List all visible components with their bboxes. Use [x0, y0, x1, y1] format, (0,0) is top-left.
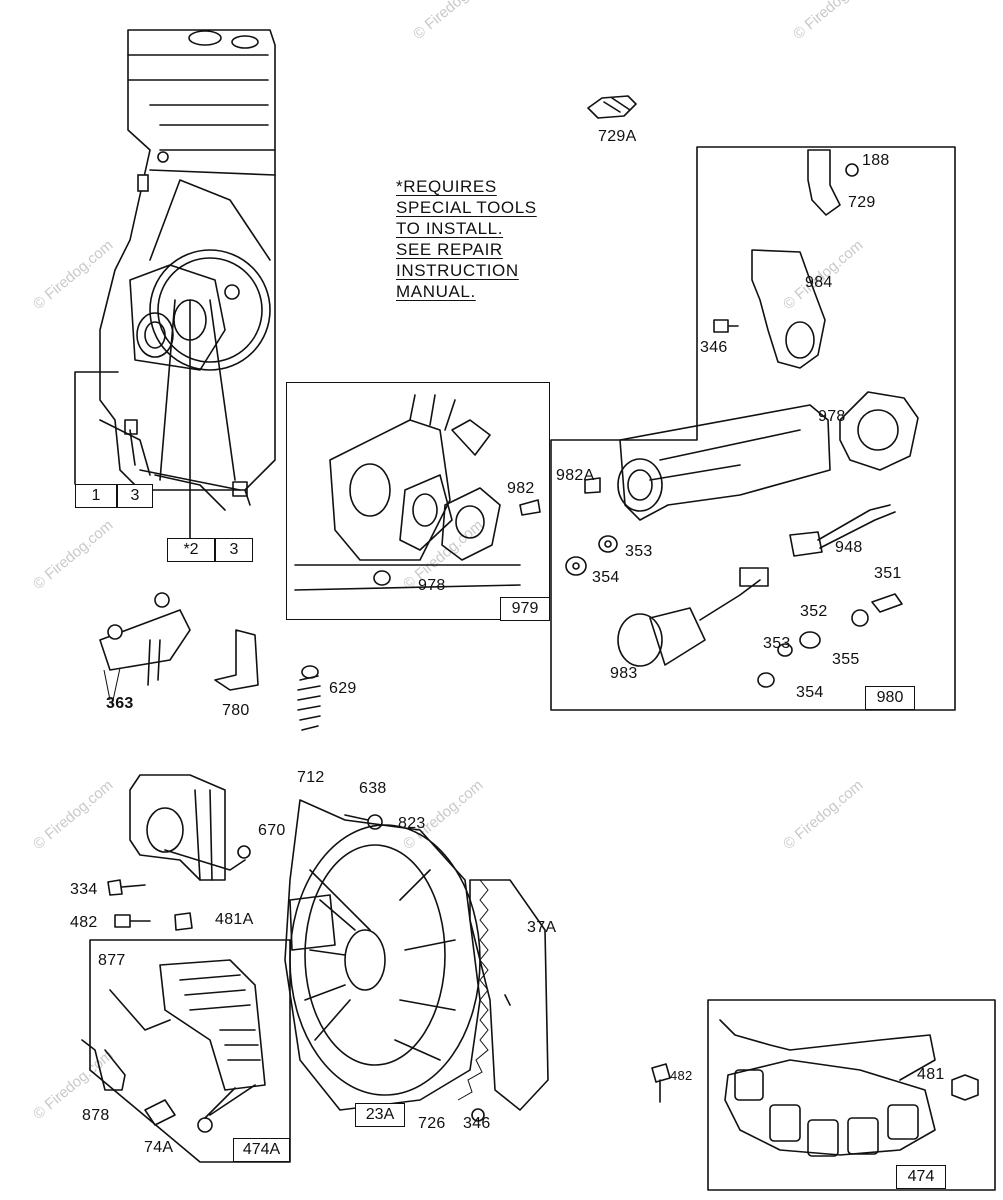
part-481-label[interactable]: 481 — [917, 1066, 945, 1083]
group-979-drawing — [294, 394, 541, 591]
part-780-label[interactable]: 780 — [222, 702, 250, 719]
part-982A-label[interactable]: 982A — [556, 467, 595, 484]
stator-drawing — [719, 1019, 979, 1157]
part-363-drawing — [99, 592, 191, 706]
part-481A-label[interactable]: 481A — [215, 911, 254, 928]
group-979-box — [286, 382, 550, 620]
part-982-label[interactable]: 982 — [507, 480, 535, 497]
part-878-label[interactable]: 878 — [82, 1107, 110, 1124]
note-line: INSTRUCTION — [396, 261, 519, 280]
group-tag-980[interactable]: 980 — [865, 686, 915, 710]
part-983-label[interactable]: 983 — [610, 665, 638, 682]
part-482-label[interactable]: 482 — [670, 1068, 693, 1083]
part-978-label[interactable]: 978 — [418, 577, 446, 594]
part-670-drawing — [129, 774, 251, 881]
group-tag-3[interactable]: 3 — [117, 484, 153, 508]
group-tag-23A[interactable]: 23A — [355, 1103, 405, 1127]
group-tag-3[interactable]: 3 — [215, 538, 253, 562]
group-tag-1[interactable]: 1 — [75, 484, 117, 508]
group-tag-474A[interactable]: 474A — [233, 1138, 290, 1162]
group-tag-979[interactable]: 979 — [500, 597, 550, 621]
part-823-label[interactable]: 823 — [398, 815, 426, 832]
flywheel-drawing — [284, 799, 489, 1111]
part-353-label[interactable]: 353 — [763, 635, 791, 652]
note-line: TO INSTALL. — [396, 219, 504, 238]
note-line: SEE REPAIR — [396, 240, 503, 259]
note-line: MANUAL. — [396, 282, 476, 301]
part-355-label[interactable]: 355 — [832, 651, 860, 668]
part-334-label[interactable]: 334 — [70, 881, 98, 898]
part-984-label[interactable]: 984 — [805, 274, 833, 291]
part-726-label[interactable]: 726 — [418, 1115, 446, 1132]
part-482-label[interactable]: 482 — [70, 914, 98, 931]
part-978-label[interactable]: 978 — [818, 408, 846, 425]
part-353-label[interactable]: 353 — [625, 543, 653, 560]
clip-729A-drawing — [587, 95, 637, 119]
part-877-label[interactable]: 877 — [98, 952, 126, 969]
part-352-label[interactable]: 352 — [800, 603, 828, 620]
part-74A-label[interactable]: 74A — [144, 1139, 174, 1156]
part-363-label[interactable]: 363 — [106, 695, 134, 712]
part-354-label[interactable]: 354 — [592, 569, 620, 586]
part-638-label[interactable]: 638 — [359, 780, 387, 797]
part-351-label[interactable]: 351 — [874, 565, 902, 582]
part-629-label[interactable]: 629 — [329, 680, 357, 697]
part-712-label[interactable]: 712 — [297, 769, 325, 786]
part-346-label[interactable]: 346 — [463, 1115, 491, 1132]
group-tag-2[interactable]: *2 — [167, 538, 215, 562]
special-tools-note: *REQUIRES SPECIAL TOOLS TO INSTALL. SEE … — [396, 176, 537, 302]
note-line: *REQUIRES — [396, 177, 497, 196]
part-188-label[interactable]: 188 — [862, 152, 890, 169]
part-346-label[interactable]: 346 — [700, 339, 728, 356]
group-tag-474[interactable]: 474 — [896, 1165, 946, 1189]
crankcase-drawing — [99, 29, 276, 511]
part-729A-label[interactable]: 729A — [598, 128, 637, 145]
part-948-label[interactable]: 948 — [835, 539, 863, 556]
part-37A-label[interactable]: 37A — [527, 919, 557, 936]
note-line: SPECIAL TOOLS — [396, 198, 537, 217]
part-354-label[interactable]: 354 — [796, 684, 824, 701]
part-670-label[interactable]: 670 — [258, 822, 286, 839]
part-729-label[interactable]: 729 — [848, 194, 876, 211]
